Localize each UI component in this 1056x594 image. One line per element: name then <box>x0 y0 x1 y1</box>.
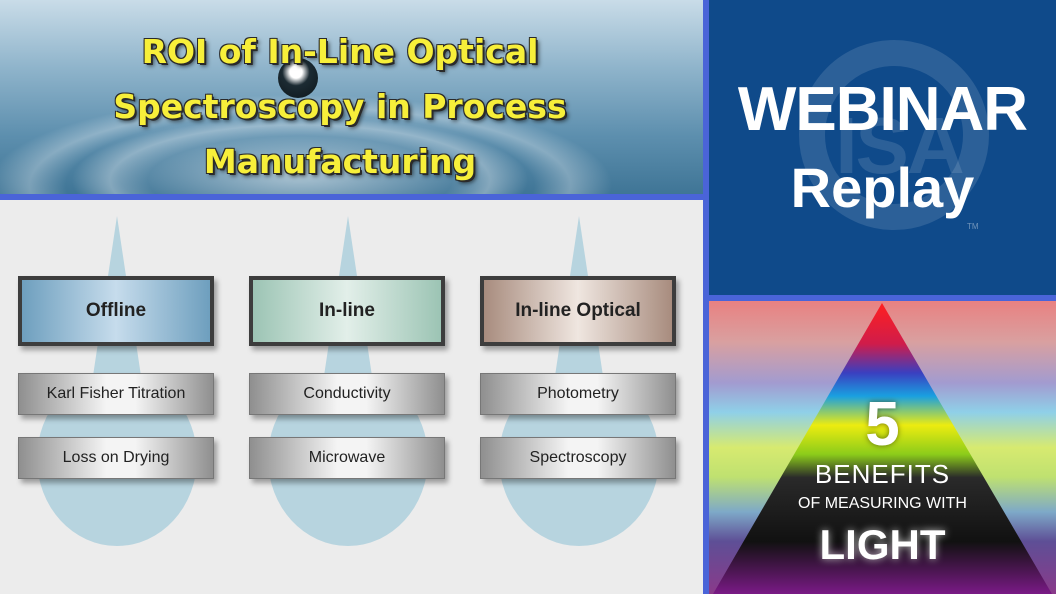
method-item: Microwave <box>249 437 445 479</box>
title-banner: ROI of In-Line Optical Spectroscopy in P… <box>0 0 703 194</box>
benefits-number: 5 <box>865 390 900 459</box>
light-label: LIGHT <box>819 521 946 568</box>
column-header-inline-optical: In-line Optical <box>480 276 676 346</box>
light-benefits-panel: 5 BENEFITS OF MEASURING WITH LIGHT <box>709 301 1056 594</box>
column-header-offline: Offline <box>18 276 214 346</box>
banner-title-line-1: ROI of In-Line Optical <box>141 32 539 71</box>
method-item: Loss on Drying <box>18 437 214 479</box>
water-drop-icon <box>278 58 318 98</box>
trademark-mark: TM <box>967 222 979 231</box>
column-header-inline: In-line <box>249 276 445 346</box>
benefits-label: BENEFITS <box>814 459 951 489</box>
banner-title-line-3: Manufacturing <box>203 142 477 181</box>
isa-logo: ISA <box>835 101 964 190</box>
measurement-methods-diagram: Offline Karl Fisher Titration Loss on Dr… <box>0 200 703 594</box>
rainbow-pyramid-icon <box>713 303 1052 594</box>
replay-heading: Replay <box>790 156 975 219</box>
method-item: Photometry <box>480 373 676 415</box>
webinar-replay-panel: ISA TM WEBINAR Replay <box>709 0 1056 295</box>
method-item: Karl Fisher Titration <box>18 373 214 415</box>
measuring-with-label: OF MEASURING WITH <box>798 495 967 512</box>
method-item: Spectroscopy <box>480 437 676 479</box>
pyramid-shape <box>713 303 1052 594</box>
banner-title: ROI of In-Line Optical Spectroscopy in P… <box>40 24 640 189</box>
method-item: Conductivity <box>249 373 445 415</box>
webinar-heading: WEBINAR <box>737 75 1028 144</box>
banner-title-line-2: Spectroscopy in Process <box>113 87 567 126</box>
